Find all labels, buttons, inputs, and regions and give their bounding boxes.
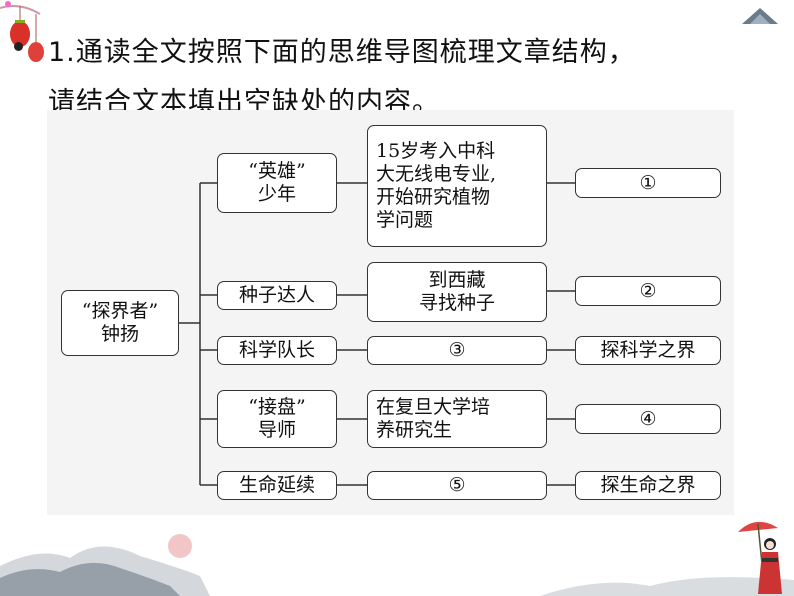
branch-detail: 到西藏 寻找种子 — [418, 269, 495, 314]
root-label: “探界者” 钟扬 — [81, 300, 159, 345]
branch-label: “接盘” 导师 — [248, 396, 306, 441]
branch-result: 探科学之界 — [600, 339, 696, 362]
branch-detail-node: ③ — [367, 336, 547, 365]
branch-label-node: 种子达人 — [217, 281, 337, 310]
branch-detail-node: ⑤ — [367, 471, 547, 500]
branch-label-node: 科学队长 — [217, 336, 337, 365]
mindmap-panel: “探界者” 钟扬 “英雄” 少年 15岁考入中科 大无线电专业, 开始研究植物 … — [47, 110, 734, 515]
branch-detail-node: 15岁考入中科 大无线电专业, 开始研究植物 学问题 — [367, 125, 547, 247]
branch-label: 生命延续 — [238, 474, 315, 497]
question-line-1: 1.通读全文按照下面的思维导图梳理文章结构， — [48, 37, 636, 68]
branch-label-node: “接盘” 导师 — [217, 390, 337, 448]
branch-detail: 15岁考入中科 大无线电专业, 开始研究植物 学问题 — [376, 140, 497, 231]
branch-result-node: 探科学之界 — [575, 336, 721, 365]
mountain-landscape — [0, 534, 794, 596]
girl-with-umbrella-figure — [738, 521, 782, 594]
small-mountain-icon — [742, 8, 778, 24]
branch-result-node: ② — [575, 276, 721, 306]
branch-label-node: 生命延续 — [217, 471, 337, 500]
branch-result-node: ④ — [575, 404, 721, 434]
branch-result: ① — [639, 171, 657, 194]
branch-detail: ③ — [448, 339, 466, 362]
branch-label: “英雄” 少年 — [248, 160, 306, 205]
branch-label: 科学队长 — [238, 339, 315, 362]
branch-detail: ⑤ — [448, 474, 466, 497]
branch-result: 探生命之界 — [600, 474, 696, 497]
branch-result-node: 探生命之界 — [575, 471, 721, 500]
branch-label: 种子达人 — [238, 284, 315, 307]
branch-detail-node: 在复旦大学培 养研究生 — [367, 390, 547, 448]
lantern-icon — [0, 1, 44, 62]
branch-result: ② — [639, 279, 657, 302]
branch-label-node: “英雄” 少年 — [217, 153, 337, 213]
branch-detail: 在复旦大学培 养研究生 — [376, 396, 491, 441]
connector-lines — [179, 182, 575, 486]
branch-result-node: ① — [575, 168, 721, 198]
branch-detail-node: 到西藏 寻找种子 — [367, 262, 547, 322]
branch-result: ④ — [639, 407, 657, 430]
bullet-dot — [14, 42, 23, 51]
root-node: “探界者” 钟扬 — [61, 290, 179, 356]
